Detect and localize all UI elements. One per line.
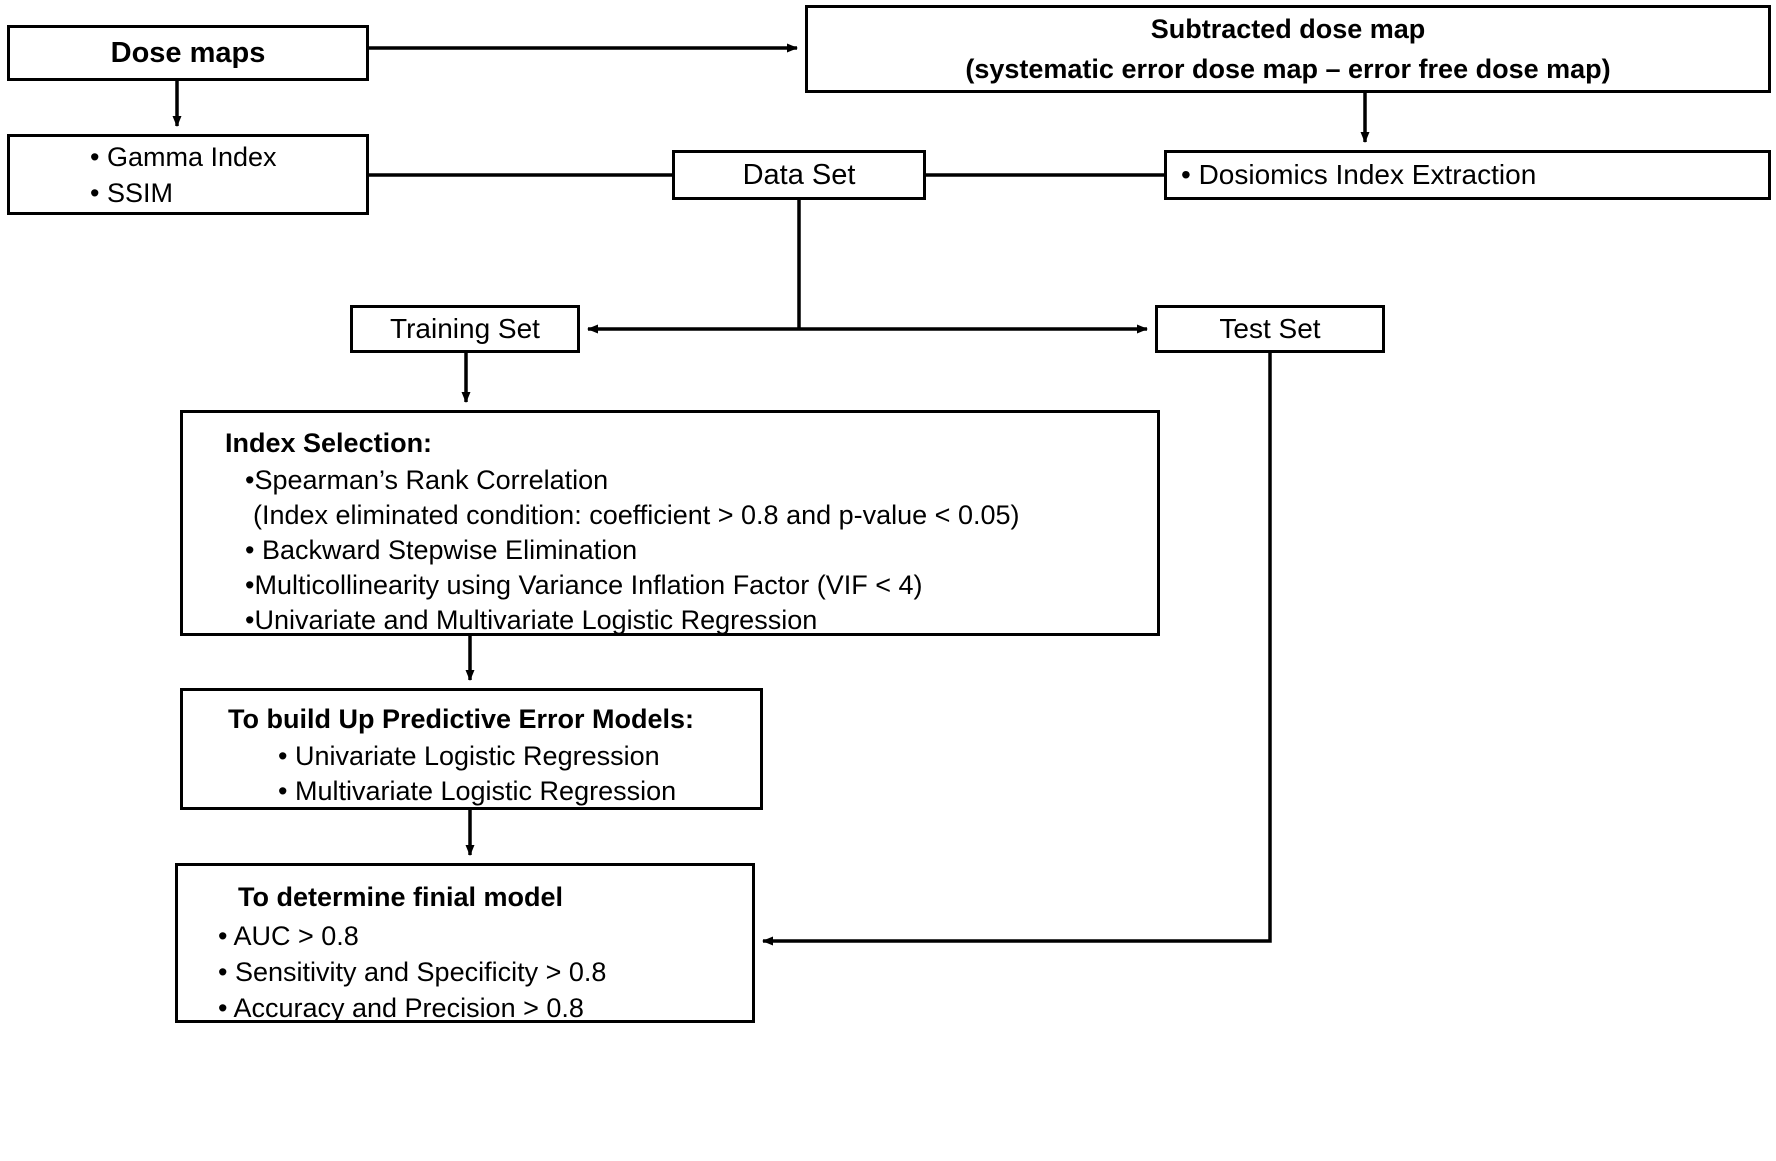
node-metrics[interactable]: • Gamma Index • SSIM bbox=[7, 134, 369, 215]
node-training-set[interactable]: Training Set bbox=[350, 305, 580, 353]
node-dose-maps-label: Dose maps bbox=[110, 36, 266, 69]
node-determine-final-model[interactable]: To determine finial model • AUC > 0.8 • … bbox=[175, 863, 755, 1023]
final-model-item-auc: • AUC > 0.8 bbox=[218, 921, 359, 951]
metrics-item-ssim: • SSIM bbox=[90, 177, 173, 208]
index-selection-item-spearman: •Spearman’s Rank Correlation bbox=[245, 465, 609, 495]
node-dose-maps[interactable]: Dose maps bbox=[7, 25, 369, 81]
node-training-set-label: Training Set bbox=[390, 313, 540, 344]
node-data-set-label: Data Set bbox=[742, 158, 856, 191]
index-selection-item-backward-stepwise: • Backward Stepwise Elimination bbox=[245, 535, 638, 565]
node-build-predictive-error-models[interactable]: To build Up Predictive Error Models: • U… bbox=[180, 688, 763, 810]
node-test-set-label: Test Set bbox=[1219, 313, 1321, 344]
metrics-item-gamma-index: • Gamma Index bbox=[90, 141, 277, 172]
final-model-item-sensitivity-specificity: • Sensitivity and Specificity > 0.8 bbox=[218, 957, 607, 987]
node-final-model-title: To determine finial model bbox=[238, 882, 564, 912]
node-index-selection[interactable]: Index Selection: •Spearman’s Rank Correl… bbox=[180, 410, 1160, 636]
build-models-item-univariate: • Univariate Logistic Regression bbox=[278, 741, 660, 771]
build-models-item-multivariate: • Multivariate Logistic Regression bbox=[278, 776, 677, 806]
final-model-item-accuracy-precision: • Accuracy and Precision > 0.8 bbox=[218, 993, 584, 1023]
node-subtracted-dose-map-line2: (systematic error dose map – error free … bbox=[965, 54, 1611, 84]
index-selection-item-elimination-condition: (Index eliminated condition: coefficient… bbox=[253, 500, 1020, 530]
node-index-selection-title: Index Selection: bbox=[225, 428, 433, 458]
node-dosiomics-index-extraction[interactable]: • Dosiomics Index Extraction bbox=[1164, 150, 1771, 200]
node-data-set[interactable]: Data Set bbox=[672, 150, 926, 200]
index-selection-item-logistic-regression: •Univariate and Multivariate Logistic Re… bbox=[245, 605, 818, 635]
node-dosiomics-label: • Dosiomics Index Extraction bbox=[1181, 159, 1537, 190]
index-selection-item-multicollinearity: •Multicollinearity using Variance Inflat… bbox=[245, 570, 923, 600]
node-subtracted-dose-map[interactable]: Subtracted dose map (systematic error do… bbox=[805, 5, 1771, 93]
node-test-set[interactable]: Test Set bbox=[1155, 305, 1385, 353]
node-subtracted-dose-map-line1: Subtracted dose map bbox=[1150, 14, 1426, 44]
node-build-models-title: To build Up Predictive Error Models: bbox=[228, 704, 695, 734]
